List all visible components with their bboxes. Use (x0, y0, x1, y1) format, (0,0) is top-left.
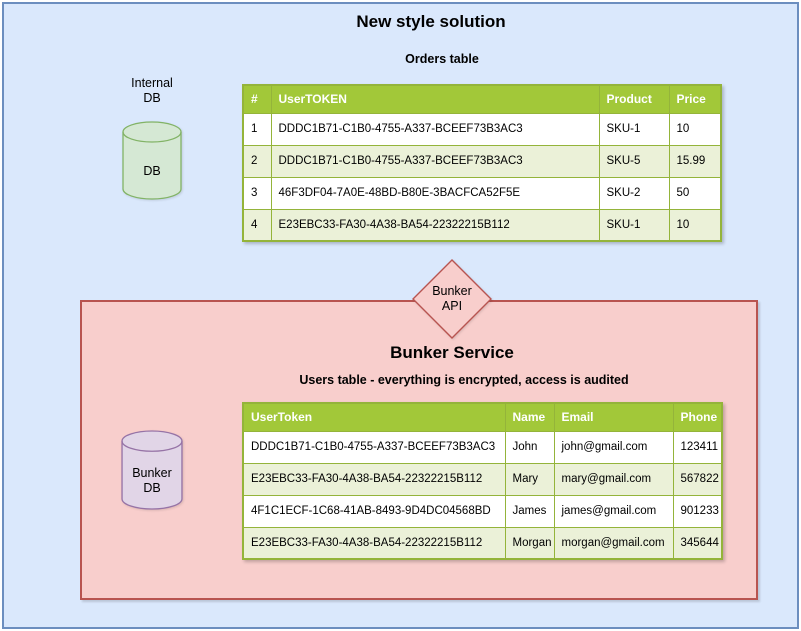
user-name: Morgan (504, 526, 555, 560)
bunker-db-cylinder: Bunker DB (121, 430, 183, 510)
orders-col-price: Price (668, 84, 722, 114)
order-product: SKU-2 (598, 176, 670, 210)
users-row: E23EBC33-FA30-4A38-BA54-22322215B112 Mor… (242, 526, 723, 560)
order-price: 50 (668, 176, 722, 210)
users-col-phone: Phone (672, 402, 723, 432)
users-row: 4F1C1ECF-1C68-41AB-8493-9D4DC04568BD Jam… (242, 494, 723, 528)
bunker-api-label-line1: Bunker (432, 284, 472, 298)
users-table-caption: Users table - everything is encrypted, a… (299, 373, 629, 387)
user-email: mary@gmail.com (553, 462, 674, 496)
order-price: 10 (668, 208, 722, 242)
orders-table-caption: Orders table (405, 52, 479, 66)
internal-db-body-label: DB (143, 163, 161, 178)
user-token: DDDC1B71-C1B0-4755-A337-BCEEF73B3AC3 (242, 430, 506, 464)
orders-row: 1 DDDC1B71-C1B0-4755-A337-BCEEF73B3AC3 S… (242, 112, 722, 146)
order-product: SKU-1 (598, 112, 670, 146)
bunker-db-label-line2: DB (143, 480, 161, 495)
order-price: 15.99 (668, 144, 722, 178)
order-product: SKU-1 (598, 208, 670, 242)
user-token: 4F1C1ECF-1C68-41AB-8493-9D4DC04568BD (242, 494, 506, 528)
user-phone: 901233 (672, 494, 723, 528)
bunker-db-label-line1: Bunker (132, 465, 172, 480)
order-number: 3 (242, 176, 272, 210)
user-email: john@gmail.com (553, 430, 674, 464)
bunker-api-diamond: Bunker API (412, 259, 492, 339)
users-row: DDDC1B71-C1B0-4755-A337-BCEEF73B3AC3 Joh… (242, 430, 723, 464)
user-token: E23EBC33-FA30-4A38-BA54-22322215B112 (242, 462, 506, 496)
order-product: SKU-5 (598, 144, 670, 178)
order-usertoken: DDDC1B71-C1B0-4755-A337-BCEEF73B3AC3 (270, 112, 600, 146)
users-table: UserToken Name Email Phone DDDC1B71-C1B0… (242, 402, 723, 560)
orders-col-product: Product (598, 84, 670, 114)
orders-row: 3 46F3DF04-7A0E-48BD-B80E-3BACFCA52F5E S… (242, 176, 722, 210)
internal-db-label-line1: Internal (131, 76, 173, 90)
database-cylinder-icon (121, 430, 183, 510)
bunker-service-title: Bunker Service (390, 343, 514, 362)
order-price: 10 (668, 112, 722, 146)
user-phone: 345644 (672, 526, 723, 560)
order-usertoken: E23EBC33-FA30-4A38-BA54-22322215B112 (270, 208, 600, 242)
bunker-api-label: Bunker API (412, 259, 492, 339)
users-col-email: Email (553, 402, 674, 432)
users-row: E23EBC33-FA30-4A38-BA54-22322215B112 Mar… (242, 462, 723, 496)
user-phone: 123411 (672, 430, 723, 464)
bunker-api-label-line2: API (441, 299, 463, 313)
user-name: Mary (504, 462, 555, 496)
user-phone: 567822 (672, 462, 723, 496)
bunker-db-label: Bunker DB (121, 451, 183, 510)
users-col-usertoken: UserToken (242, 402, 506, 432)
order-number: 2 (242, 144, 272, 178)
user-email: morgan@gmail.com (553, 526, 674, 560)
users-header-row: UserToken Name Email Phone (242, 402, 723, 432)
database-cylinder-icon (122, 121, 182, 200)
orders-row: 4 E23EBC33-FA30-4A38-BA54-22322215B112 S… (242, 208, 722, 242)
user-token: E23EBC33-FA30-4A38-BA54-22322215B112 (242, 526, 506, 560)
internal-db-cylinder: DB (122, 121, 182, 200)
order-number: 4 (242, 208, 272, 242)
order-usertoken: 46F3DF04-7A0E-48BD-B80E-3BACFCA52F5E (270, 176, 600, 210)
orders-row: 2 DDDC1B71-C1B0-4755-A337-BCEEF73B3AC3 S… (242, 144, 722, 178)
user-name: James (504, 494, 555, 528)
user-email: james@gmail.com (553, 494, 674, 528)
orders-header-row: # UserTOKEN Product Price (242, 84, 722, 114)
orders-col-number: # (242, 84, 272, 114)
users-col-name: Name (504, 402, 555, 432)
order-usertoken: DDDC1B71-C1B0-4755-A337-BCEEF73B3AC3 (270, 144, 600, 178)
orders-col-usertoken: UserTOKEN (270, 84, 600, 114)
page-title: New style solution (356, 12, 506, 31)
internal-db-label: Internal DB (102, 76, 202, 106)
diamond-icon (412, 259, 492, 339)
internal-db-label-line2: DB (143, 91, 161, 105)
order-number: 1 (242, 112, 272, 146)
user-name: John (504, 430, 555, 464)
orders-table: # UserTOKEN Product Price 1 DDDC1B71-C1B… (242, 84, 722, 242)
